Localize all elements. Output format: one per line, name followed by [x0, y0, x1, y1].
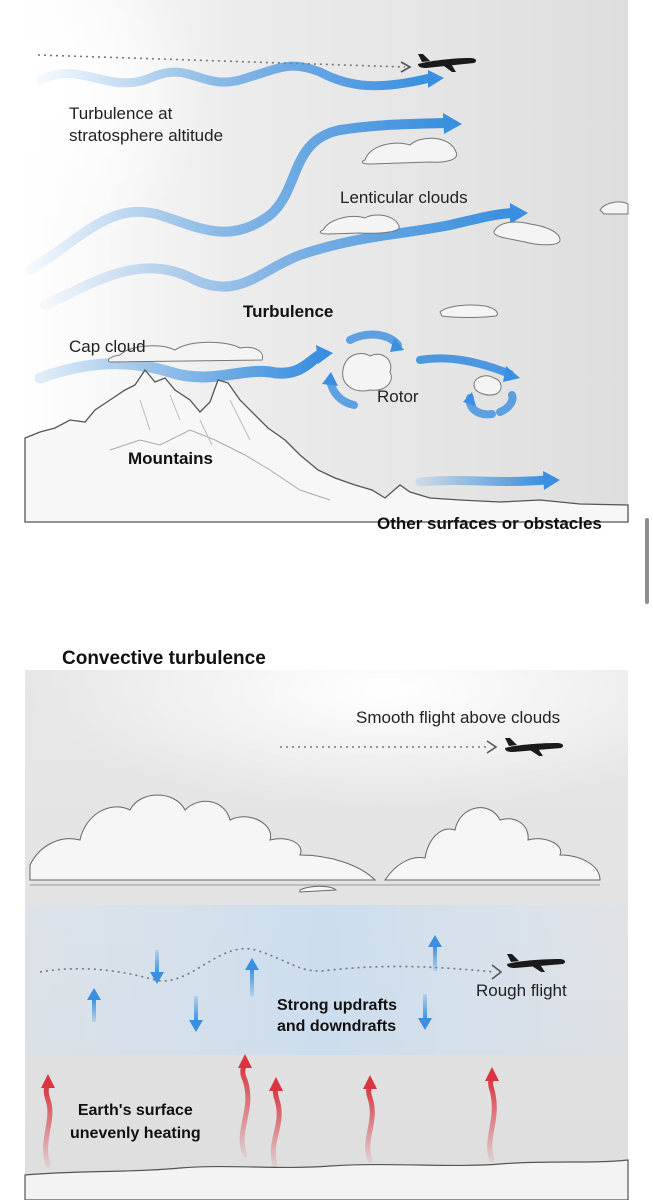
wind-arrow-icon — [35, 61, 435, 91]
mountain-icon — [24, 368, 629, 523]
wind-arrow-icon — [40, 208, 517, 310]
flight-path — [37, 54, 406, 68]
turbulent-layer — [25, 905, 625, 1055]
rotor-label: Rotor — [377, 387, 419, 406]
ground-surface — [24, 1159, 629, 1200]
turbulence-label: Turbulence — [243, 302, 334, 321]
mountain-wave-diagram — [24, 0, 629, 523]
airplane-icon — [505, 738, 564, 756]
downdraft-arrow-icon — [150, 950, 432, 1032]
convective-illustration: Smooth flight above clouds Rough flight … — [0, 640, 653, 1200]
wind-arrow-icon — [34, 349, 326, 384]
other-surfaces-label: Other surfaces or obstacles — [377, 514, 602, 533]
airplane-icon — [507, 954, 566, 972]
cap-cloud-label: Cap cloud — [69, 337, 146, 356]
rough-flight-label: Rough flight — [476, 981, 567, 1000]
section-title: Convective turbulence — [62, 648, 266, 669]
scrollbar[interactable] — [645, 518, 649, 604]
cloud-icon — [29, 794, 601, 893]
wind-arrow-icon — [415, 475, 550, 487]
mountains-label: Mountains — [128, 449, 213, 468]
wind-arrow-icon — [25, 118, 450, 275]
convective-diagram — [24, 670, 629, 1200]
lenticular-clouds-label: Lenticular clouds — [340, 188, 468, 207]
cloud-icon — [107, 137, 629, 396]
rough-flight-path — [39, 947, 496, 982]
updraft-arrow-icon — [87, 935, 442, 1022]
airplane-icon — [418, 54, 477, 72]
smooth-flight-label: Smooth flight above clouds — [356, 708, 561, 727]
